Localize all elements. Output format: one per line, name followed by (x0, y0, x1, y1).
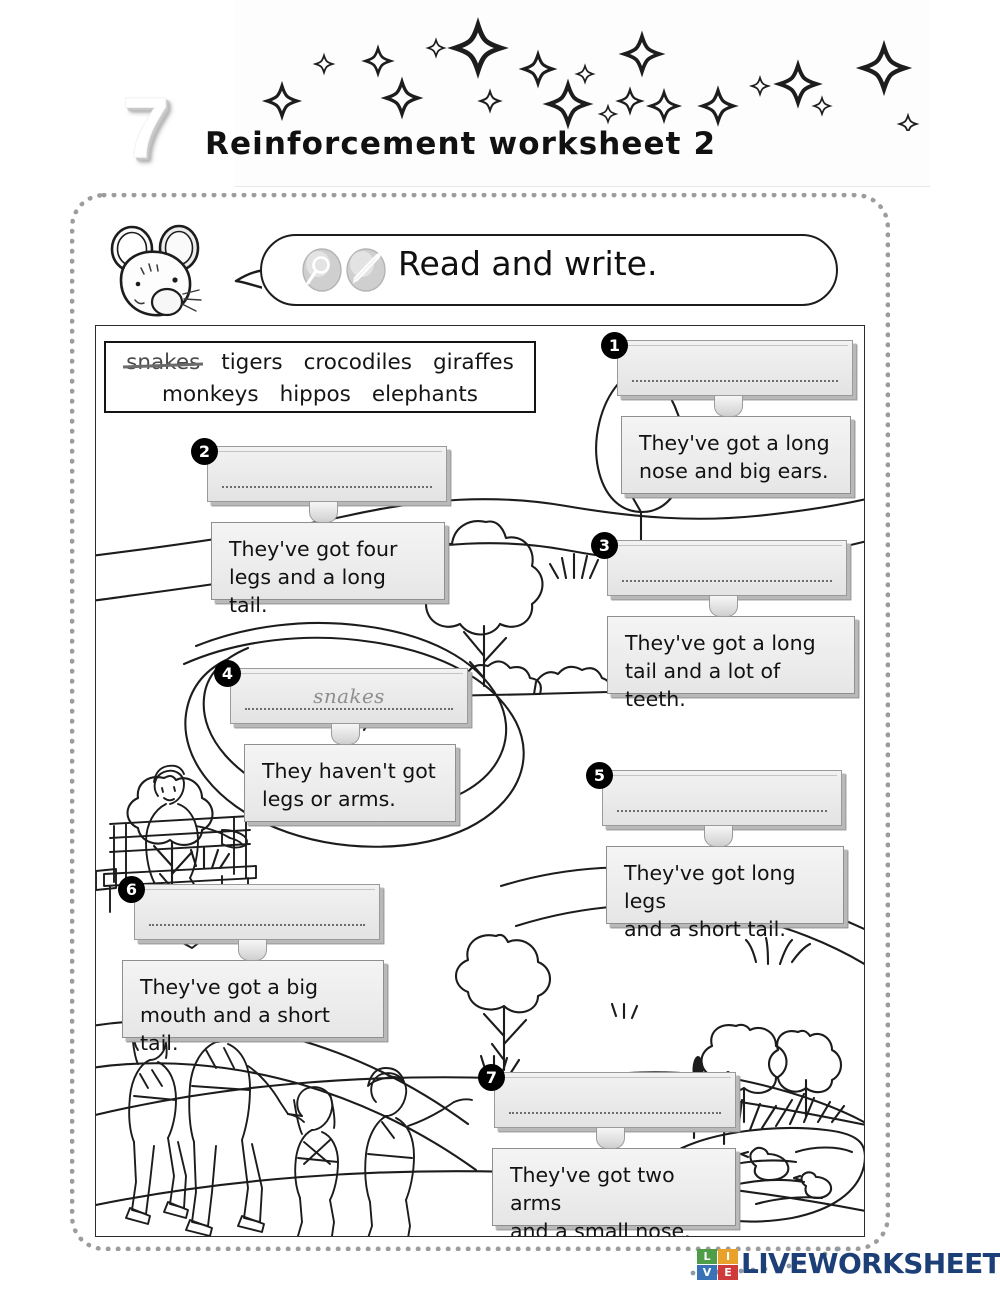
clue-line-1: They've got two arms (510, 1163, 675, 1215)
question-number-badge: 6 (118, 876, 145, 903)
connector-knob (309, 502, 338, 523)
worksheet-scene: snakes tigers crocodiles giraffes monkey… (95, 325, 865, 1237)
question-number-badge: 7 (478, 1064, 505, 1091)
answer-input-5[interactable] (602, 770, 842, 826)
word-bank-item[interactable]: tigers (221, 350, 283, 375)
word-bank-item[interactable]: snakes (126, 347, 200, 379)
question-3: 3 They've got a long tail and a lot of t… (591, 532, 861, 711)
clue-line-1: They've got long legs (624, 861, 796, 913)
answer-input-6[interactable] (134, 884, 380, 940)
clue-line-1: They've got four (229, 537, 398, 561)
instruction-text: Read and write. (398, 244, 658, 283)
answer-line (245, 707, 453, 710)
stars-decoration-icon (265, 6, 918, 131)
clue-line-2: and a short tail. (624, 917, 786, 941)
connector-knob (596, 1128, 625, 1149)
page-header: 7 Reinforcement worksheet 2 (0, 0, 1000, 190)
clue-box-6: They've got a big mouth and a short tail… (122, 960, 384, 1055)
unit-number: 7 (121, 80, 170, 177)
logo-block-l: L (697, 1249, 717, 1264)
logo-letter-blocks: L I V E (697, 1249, 741, 1281)
clue-line-2: legs and a long tail. (229, 565, 386, 617)
clue-box-1: They've got a long nose and big ears. (621, 416, 851, 494)
instruction-icons (302, 248, 386, 292)
question-number-badge: 5 (586, 762, 613, 789)
answer-input-4[interactable]: snakes (230, 668, 468, 724)
answer-input-1[interactable] (617, 340, 853, 396)
connector-knob (238, 940, 267, 961)
connector-knob (709, 596, 738, 617)
connector-knob (704, 826, 733, 847)
question-number-badge: 1 (601, 332, 628, 359)
magnifier-icon (302, 248, 342, 292)
connector-knob (714, 396, 743, 417)
answer-value-4: snakes (313, 684, 385, 708)
answer-line (632, 379, 838, 382)
answer-line (617, 809, 827, 812)
word-bank-row-1: snakes tigers crocodiles giraffes (106, 347, 534, 379)
word-bank-item[interactable]: giraffes (432, 350, 514, 375)
word-bank-item[interactable]: crocodiles (303, 350, 412, 375)
word-bank-item[interactable]: elephants (371, 382, 478, 407)
connector-knob (331, 724, 360, 745)
question-number-badge: 3 (591, 532, 618, 559)
clue-line-2: and a small nose. (510, 1219, 691, 1237)
logo-block-i: I (718, 1249, 738, 1264)
clue-box-3: They've got a long tail and a lot of tee… (607, 616, 855, 711)
question-5: 5 They've got long legs and a short tail… (586, 762, 856, 941)
page-title: Reinforcement worksheet 2 (205, 126, 717, 162)
logo-block-v: V (697, 1265, 717, 1280)
liveworksheets-logo[interactable]: L I V E LIVEWORKSHEETS (690, 1243, 1000, 1289)
header-band (235, 0, 930, 187)
clue-line-1: They haven't got (262, 759, 436, 783)
logo-wordmark: LIVEWORKSHEETS (741, 1247, 1000, 1280)
word-bank-row-2: monkeys hippos elephants (106, 379, 534, 411)
answer-line (222, 485, 432, 488)
worksheet-border (70, 193, 890, 1251)
question-number-badge: 4 (214, 660, 241, 687)
clue-line-2: tail and a lot of teeth. (625, 659, 781, 711)
clue-line-2: legs or arms. (262, 787, 396, 811)
answer-line (622, 579, 832, 582)
answer-line (509, 1111, 721, 1114)
clue-line-2: mouth and a short tail. (140, 1003, 330, 1055)
question-6: 6 They've got a big mouth and a short ta… (118, 876, 398, 1055)
mouse-mascot-icon (110, 224, 202, 317)
pencil-icon (346, 248, 386, 292)
question-1: 1 They've got a long nose and big ears. (601, 332, 861, 507)
answer-input-7[interactable] (494, 1072, 736, 1128)
word-bank-item[interactable]: monkeys (162, 382, 259, 407)
question-7: 7 They've got two arms and a small nose. (478, 1064, 748, 1236)
instruction-banner: Read and write. (105, 222, 838, 324)
answer-input-2[interactable] (207, 446, 447, 502)
logo-block-e: E (718, 1265, 738, 1280)
clue-line-1: They've got a big (140, 975, 319, 999)
clue-box-7: They've got two arms and a small nose. (492, 1148, 736, 1236)
word-bank-item[interactable]: hippos (279, 382, 351, 407)
clue-box-4: They haven't got legs or arms. (244, 744, 456, 822)
question-number-badge: 2 (191, 438, 218, 465)
word-bank: snakes tigers crocodiles giraffes monkey… (104, 341, 536, 413)
clue-line-2: nose and big ears. (639, 459, 829, 483)
question-2: 2 They've got four legs and a long tail. (191, 438, 456, 617)
answer-line (149, 923, 365, 926)
clue-line-1: They've got a long (639, 431, 830, 455)
clue-box-2: They've got four legs and a long tail. (211, 522, 445, 617)
clue-line-1: They've got a long (625, 631, 816, 655)
clue-box-5: They've got long legs and a short tail. (606, 846, 844, 941)
answer-input-3[interactable] (607, 540, 847, 596)
question-4: 4 snakes They haven't got legs or arms. (214, 660, 476, 830)
